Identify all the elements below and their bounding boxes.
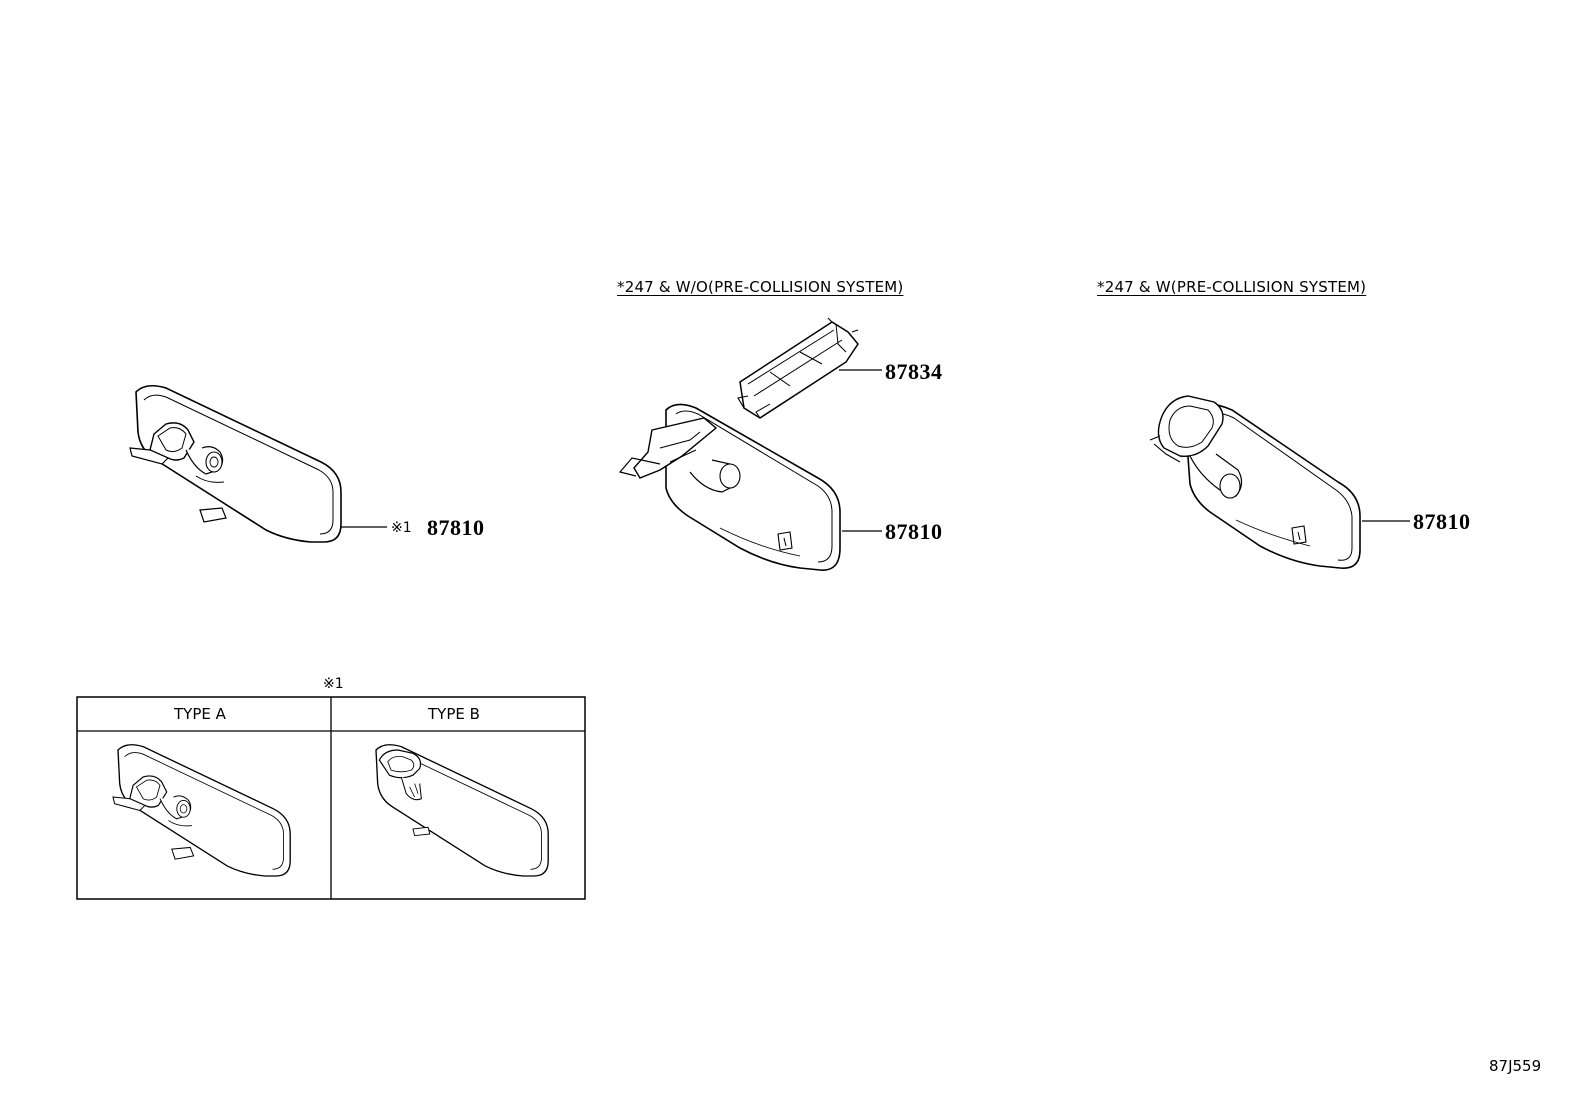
type-a-header: TYPE A: [174, 705, 226, 723]
part-number-87810-left[interactable]: 87810: [427, 515, 485, 540]
mirror-w-pcs-illustration: [1149, 395, 1361, 569]
type-a-thumbnail: [112, 744, 291, 877]
type-table-frame: [76, 696, 586, 900]
condition-label-without-pcs: *247 & W/O(PRE-COLLISION SYSTEM): [617, 278, 904, 296]
type-b-thumbnail: [375, 744, 549, 877]
note-mark-callout: ※1: [391, 520, 412, 536]
mirror-wo-pcs-illustration: [618, 403, 841, 571]
condition-label-with-pcs: *247 & W(PRE-COLLISION SYSTEM): [1097, 278, 1367, 296]
type-table-mark: ※1: [323, 676, 344, 692]
mirror-cover-illustration: [737, 317, 859, 419]
part-number-87810-right[interactable]: 87810: [1413, 509, 1471, 534]
part-number-87834[interactable]: 87834: [885, 359, 943, 384]
part-number-87810-middle[interactable]: 87810: [885, 519, 943, 544]
mirror-type-a-illustration: [129, 384, 342, 543]
illustration-code: 87J559: [1489, 1057, 1542, 1075]
type-b-header: TYPE B: [428, 705, 480, 723]
